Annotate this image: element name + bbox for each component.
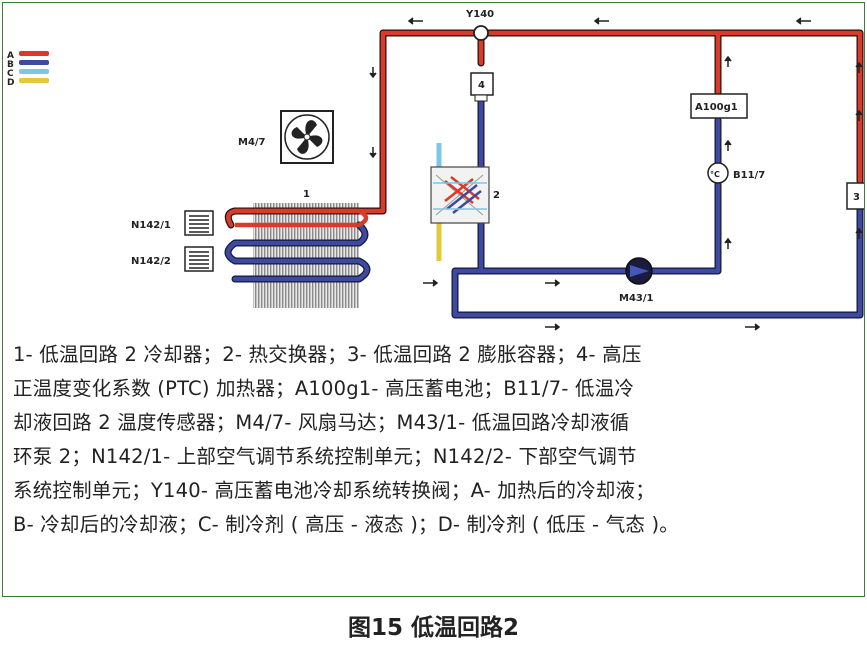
control-unit-n142-1-icon	[184, 210, 214, 236]
cooler-coil-red	[235, 208, 369, 228]
control-unit-n142-2-icon	[184, 246, 214, 272]
blue-line-cooler	[225, 222, 370, 282]
legend-key-c: C	[7, 69, 14, 79]
expansion-tank-box	[846, 182, 864, 210]
figure-frame: A B C D	[2, 2, 865, 597]
label-num-4: 4	[478, 80, 485, 91]
label-a100g1: A100g1	[695, 102, 738, 113]
label-num-2: 2	[493, 190, 500, 201]
legend-swatch-c	[19, 69, 49, 74]
ptc-lower-box	[474, 94, 488, 102]
label-num-1: 1	[303, 189, 310, 200]
legend-swatch-d	[19, 78, 49, 83]
label-num-3: 3	[853, 192, 860, 203]
legend-key-a: A	[7, 51, 14, 61]
figure-title: 图15 低温回路2	[347, 615, 520, 641]
heat-exchanger	[430, 166, 490, 224]
label-m43-1: M43/1	[619, 293, 654, 304]
legend-swatch-a	[19, 51, 49, 56]
cooler-fins	[253, 203, 359, 308]
circuit-diagram: A B C D	[7, 9, 864, 331]
legend: A B C D	[7, 51, 49, 88]
valve-y140-icon	[473, 25, 489, 41]
red-line-main	[226, 30, 863, 228]
legend-swatch-b	[19, 60, 49, 65]
sensor-b11-7-icon	[707, 162, 729, 184]
label-n142-1: N142/1	[131, 220, 171, 231]
label-n142-2: N142/2	[131, 256, 171, 267]
legend-key-d: D	[7, 78, 14, 88]
fan-icon	[280, 110, 334, 164]
label-deg-c: °C	[710, 170, 720, 179]
flow-arrows	[369, 17, 863, 331]
label-b11-7: B11/7	[733, 170, 765, 181]
blue-line-return	[452, 117, 863, 318]
label-m4-7: M4/7	[238, 137, 266, 148]
legend-key-b: B	[7, 60, 14, 70]
figure-caption: 1- 低温回路 2 冷却器；2- 热交换器；3- 低温回路 2 膨胀容器；4- …	[13, 343, 680, 536]
label-y140: Y140	[465, 9, 494, 20]
battery-a100g1-box	[690, 93, 748, 119]
